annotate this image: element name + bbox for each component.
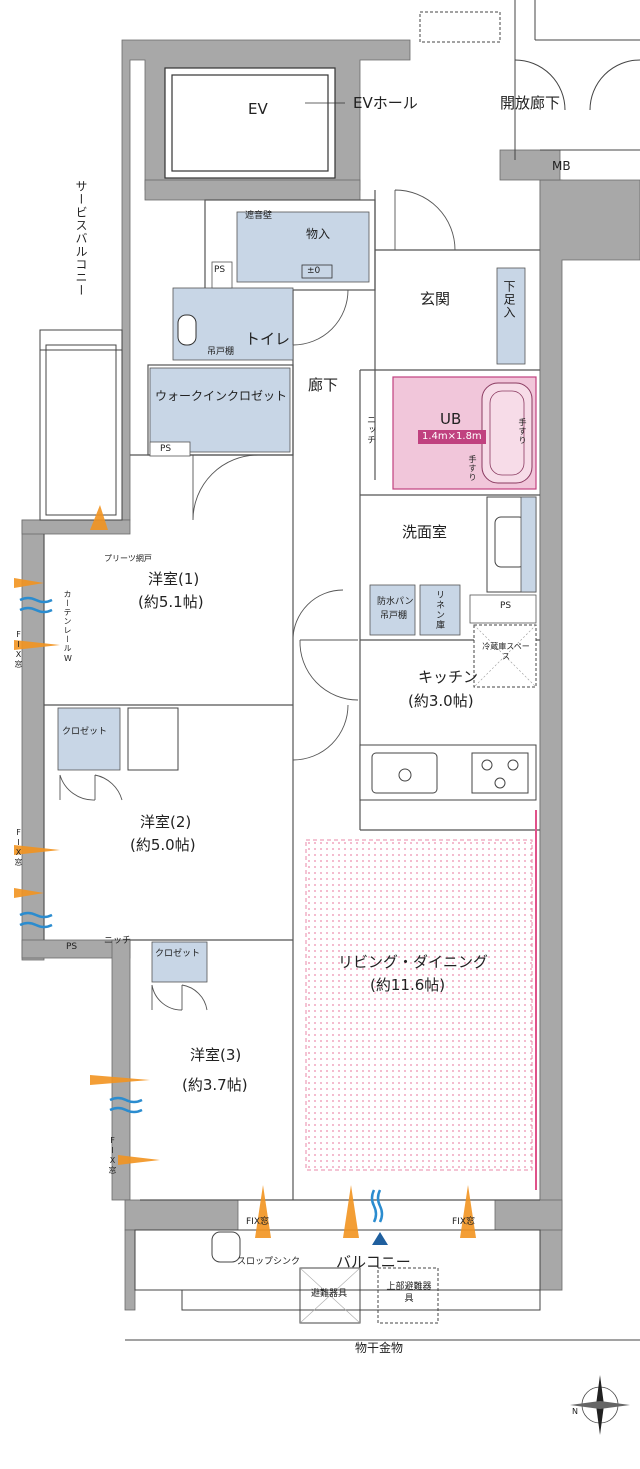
handrail-label-1: 手すり: [518, 418, 527, 445]
storage-area: [236, 211, 370, 283]
shoe-box: [496, 267, 526, 365]
room1-label: 洋室(1): [148, 570, 200, 588]
kitchen-label: キッチン: [418, 668, 479, 686]
genkan-label: 玄関: [420, 290, 451, 308]
linen-storage: [419, 584, 461, 636]
evac-equipment-label: 避難器具: [311, 1289, 348, 1299]
balcony-label: バルコニー: [336, 1253, 411, 1271]
living-size-label: (約11.6帖): [370, 976, 446, 994]
walk-in-closet: [149, 367, 291, 453]
closet-label-room3: クロゼット: [155, 949, 201, 959]
kitchen-size-label: (約3.0帖): [408, 692, 474, 710]
fridge-label: 冷蔵庫スペース: [482, 642, 530, 662]
toilet-label: トイレ: [245, 330, 291, 348]
fix-window-label-4: FIX窓: [246, 1217, 269, 1227]
upper-evac-label: 上部避難器具: [386, 1282, 432, 1304]
ps-label-kitchen: PS: [500, 601, 512, 611]
compass-icon: [570, 1375, 630, 1435]
handrail-label-2: 手すり: [468, 455, 477, 482]
walk-in-closet-label: ウォークインクロゼット: [155, 389, 288, 403]
fix-window-label-5: FIX窓: [452, 1217, 475, 1227]
service-balcony-label: サービスバルコニー: [74, 180, 88, 297]
kitchen-counter: [359, 744, 537, 801]
ps-label-room2: PS: [66, 942, 78, 952]
closet-room3: [151, 941, 208, 983]
ps-label-toilet: PS: [214, 265, 226, 275]
room3-label: 洋室(3): [190, 1046, 242, 1064]
pleated-screen-label: プリーツ網戸: [104, 554, 152, 563]
living-dining-area: [305, 839, 533, 1171]
room2-label: 洋室(2): [140, 813, 192, 831]
structural-walls: [21, 39, 640, 1311]
fix-window-label-2: FIX窓: [14, 828, 23, 867]
service-balcony: [39, 329, 123, 521]
floor-level-label: ±0: [307, 266, 321, 276]
ev-label: EV: [248, 100, 268, 118]
room2-size-label: (約5.0帖): [130, 836, 196, 854]
fix-window-label-1: FIX窓: [14, 630, 23, 669]
corridor-label: 廊下: [308, 376, 339, 394]
breeze-marks: [19, 596, 384, 1223]
balcony: [125, 1229, 640, 1341]
closet-room2: [57, 707, 121, 771]
niche-label-corridor: ニッチ: [365, 415, 375, 445]
room3-size-label: (約3.7帖): [182, 1076, 248, 1094]
closet-label-room2: クロゼット: [62, 727, 108, 737]
hanging-shelf-label-wash: 吊戸棚: [380, 611, 408, 621]
window-arrows: [14, 505, 476, 1238]
waterproof-pan: [369, 584, 416, 636]
fix-window-label-3: FIX窓: [108, 1136, 117, 1175]
ub-size-badge: 1.4m×1.8m: [418, 430, 486, 444]
curtain-rail-label: カーテンレール: [63, 590, 72, 653]
ev-hall-label: EVホール: [353, 94, 418, 112]
clothes-hanger-label: 物干金物: [355, 1341, 404, 1355]
niche-label-room2: ニッチ: [104, 936, 132, 946]
living-label: リビング・ダイニング: [338, 953, 489, 971]
elevator: [164, 67, 336, 179]
washroom-label: 洗面室: [402, 523, 448, 541]
ub-label: UB: [440, 410, 462, 428]
shoe-box-label: 下足入: [502, 280, 516, 319]
soundproof-wall-label: 遮音壁: [245, 211, 273, 221]
curtain-rail-w-label: W: [64, 654, 72, 663]
storage-label: 物入: [306, 227, 331, 241]
ps-label-closet: PS: [160, 444, 172, 454]
waterproof-pan-label: 防水パン: [377, 597, 414, 607]
slop-sink-label: スロップシンク: [237, 1257, 301, 1267]
linen-label: リネン庫: [434, 590, 444, 630]
room1-size-label: (約5.1帖): [138, 593, 204, 611]
north-label: N: [572, 1407, 578, 1416]
hanging-shelf-label-toilet: 吊戸棚: [207, 347, 235, 357]
open-corridor-label: 開放廊下: [500, 94, 561, 112]
mb-label: MB: [552, 159, 571, 173]
